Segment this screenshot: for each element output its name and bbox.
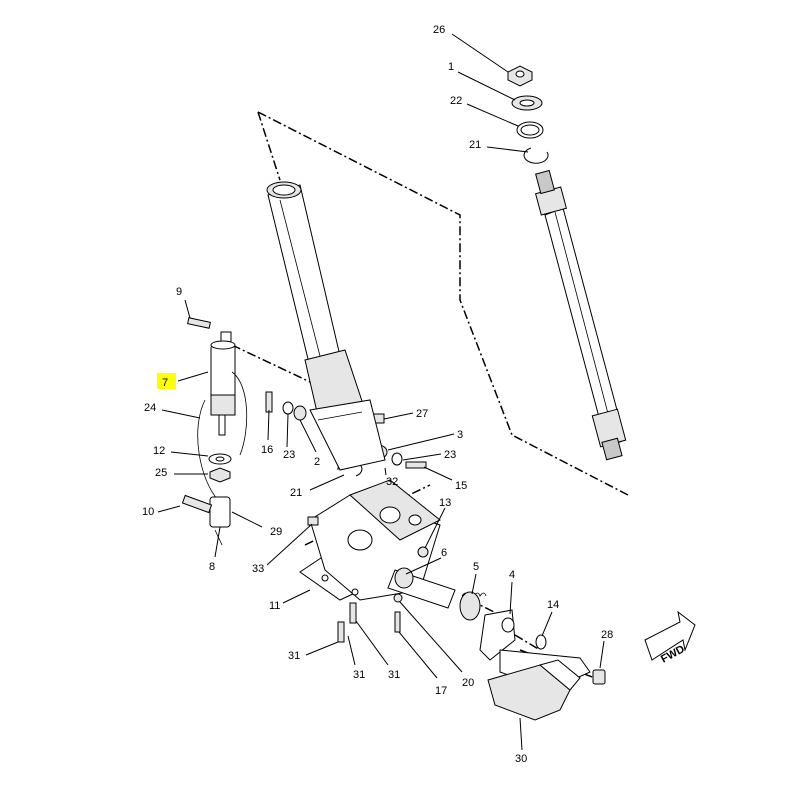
callout-23-right[interactable]: 23 [444, 449, 456, 461]
steering-column-tube [266, 181, 366, 426]
pedal-linkage [387, 567, 606, 721]
callout-25[interactable]: 25 [155, 467, 167, 479]
callout-7-highlight [157, 373, 176, 389]
callout-27[interactable]: 27 [416, 408, 428, 420]
callout-21-upper[interactable]: 21 [469, 139, 481, 151]
bolt-20 [393, 593, 403, 603]
callout-8[interactable]: 8 [209, 561, 215, 573]
callout-5[interactable]: 5 [473, 561, 479, 573]
callout-21-lower[interactable]: 21 [290, 487, 302, 499]
callout-22[interactable]: 22 [450, 95, 462, 107]
callout-3[interactable]: 3 [457, 429, 463, 441]
callout-33[interactable]: 33 [252, 563, 264, 575]
release-cable [197, 371, 248, 501]
callout-11[interactable]: 11 [269, 600, 280, 612]
callout-2[interactable]: 2 [314, 456, 320, 468]
callout-16[interactable]: 16 [261, 444, 273, 456]
fwd-arrow: FWD [644, 610, 696, 666]
callout-31-middle[interactable]: 31 [353, 669, 365, 681]
gas-strut [210, 331, 236, 436]
callout-28[interactable]: 28 [601, 629, 613, 641]
leader-lines [157, 33, 605, 751]
strut-lower-hardware [181, 453, 232, 546]
callout-labels: 26 1 22 21 9 7 24 12 25 10 8 29 16 23 2 … [142, 24, 613, 765]
callout-32[interactable]: 32 [386, 476, 398, 488]
callout-13[interactable]: 13 [439, 497, 451, 509]
callout-9[interactable]: 9 [176, 286, 182, 298]
bolt-13 [417, 546, 429, 558]
callout-20[interactable]: 20 [462, 677, 474, 689]
callout-30[interactable]: 30 [515, 753, 527, 765]
callout-17[interactable]: 17 [435, 685, 447, 697]
callout-10[interactable]: 10 [142, 506, 154, 518]
callout-14[interactable]: 14 [547, 599, 559, 611]
bolt-9 [187, 317, 211, 329]
nut-stack [507, 65, 549, 164]
callout-26[interactable]: 26 [433, 24, 445, 36]
callout-6[interactable]: 6 [441, 547, 447, 559]
callout-29[interactable]: 29 [270, 526, 282, 538]
callout-15[interactable]: 15 [455, 480, 467, 492]
callout-1[interactable]: 1 [448, 61, 454, 73]
callout-12[interactable]: 12 [153, 445, 165, 457]
callout-31-right[interactable]: 31 [388, 669, 400, 681]
callout-23-left[interactable]: 23 [283, 449, 295, 461]
callout-4[interactable]: 4 [509, 569, 515, 581]
callout-31-left[interactable]: 31 [288, 650, 300, 662]
upper-steering-shaft [534, 169, 627, 461]
callout-7[interactable]: 7 [162, 377, 168, 389]
base-bolts [307, 516, 401, 643]
callout-24[interactable]: 24 [144, 402, 156, 414]
upper-bracket [309, 399, 386, 471]
